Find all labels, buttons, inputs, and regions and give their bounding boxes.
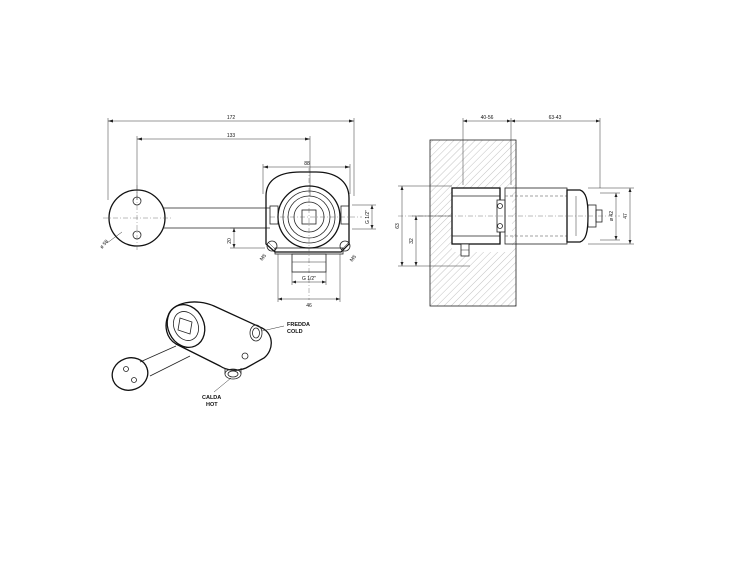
dim-body-width: 88: [304, 161, 310, 167]
valve-body: M5 M5: [259, 168, 362, 300]
dim-offset: 20: [227, 238, 233, 244]
dim-thread-bottom: G 1/2": [302, 276, 316, 282]
dim-spout-depth: 63-43: [549, 115, 562, 121]
front-view: 172 133 88 ø 58: [99, 115, 376, 309]
label-cold: COLD: [287, 329, 303, 335]
rosette: ø 58: [99, 185, 171, 251]
dim-height-total: 63: [395, 223, 401, 229]
label-m5-left: M5: [259, 253, 268, 262]
dim-bottom-width: 46: [306, 303, 312, 309]
dim-47: 47: [623, 213, 629, 219]
dim-thread-side: G 1/2": [365, 210, 371, 224]
iso-view: FREDDA COLD CALDA HOT: [111, 301, 310, 408]
dim-wall-depth: 40-56: [481, 115, 494, 121]
side-view: 40-56 63-43: [395, 115, 634, 307]
dim-overall-width: 172: [227, 115, 236, 121]
dim-center-distance: 133: [227, 133, 236, 139]
dim-rosette-diameter: ø 58: [99, 239, 110, 251]
label-m5-right: M5: [349, 254, 358, 263]
label-hot: HOT: [206, 402, 218, 408]
dim-height-lower: 32: [409, 238, 415, 244]
label-fredda: FREDDA: [287, 322, 310, 328]
label-calda: CALDA: [202, 395, 221, 401]
dim-42: ø 42: [609, 211, 615, 221]
